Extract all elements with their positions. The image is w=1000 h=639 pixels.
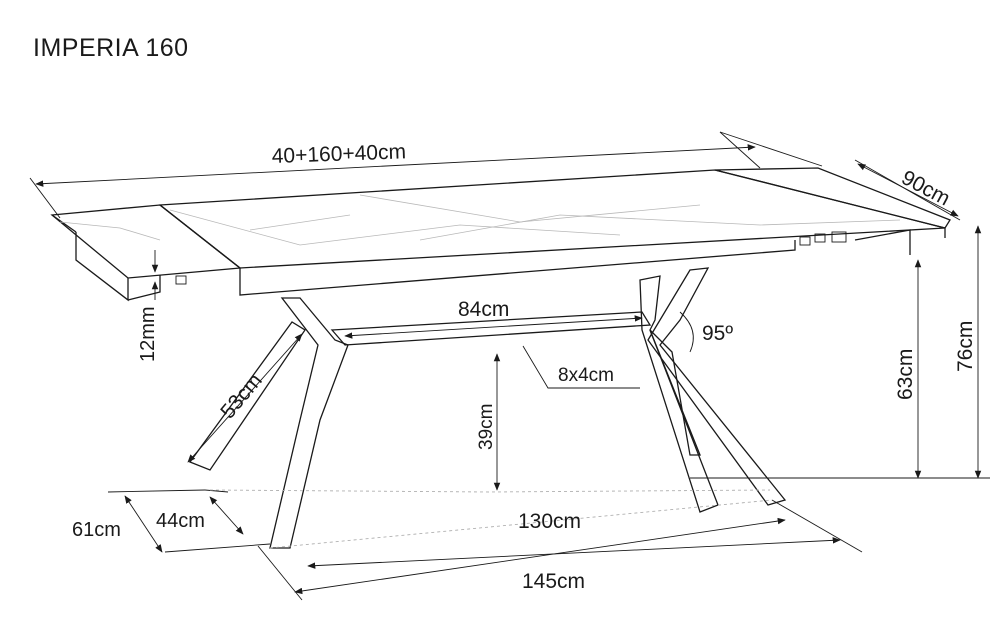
dimension-width [719,131,961,221]
dim-total-height-label: 76cm [954,321,977,372]
dim-base-length-inner-label: 130cm [518,510,581,533]
dimension-base-depth-inner [164,496,271,553]
dim-leg-angle-label: 95º [702,322,733,345]
table-top [158,169,946,296]
dimension-stretcher-length [344,315,643,339]
dimension-base-length-outer [257,517,786,601]
dimension-extended-length [29,131,761,219]
dimension-leg-length [187,333,303,463]
left-extension-leaf [50,204,242,302]
dimension-total-height [690,225,990,479]
dim-stretcher-height-label: 39cm [476,404,497,450]
product-title: IMPERIA 160 [33,34,189,62]
dim-extended-length-label: 40+160+40cm [271,140,406,168]
dim-base-depth-outer-label: 61cm [72,519,121,541]
dim-base-length-outer-label: 145cm [522,570,585,593]
dimension-leg-angle [679,311,694,353]
dim-leg-length-label: 53cm [216,369,267,423]
dim-top-thickness-label: 12mm [137,306,159,362]
dimension-base-length-inner [307,499,863,569]
dim-profile-label: 8x4cm [558,365,614,386]
dimension-base-depth-outer [107,489,206,553]
dimension-profile [522,345,640,389]
dim-width-label: 90cm [898,166,954,210]
dim-stretcher-length-label: 84cm [458,298,509,321]
dim-base-depth-inner-label: 44cm [156,510,205,532]
dim-frame-height-label: 63cm [894,349,917,400]
